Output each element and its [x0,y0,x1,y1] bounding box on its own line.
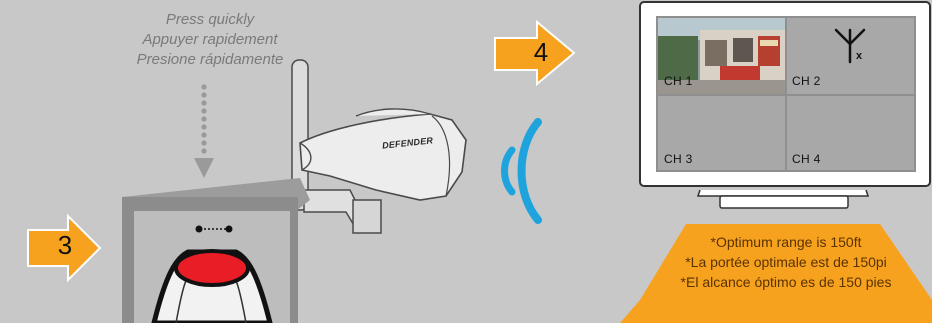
press-instruction-es: Presione rápidamente [110,50,310,70]
no-signal-x-label: x [856,50,862,62]
channel-2-label: CH 2 [792,74,821,88]
step-4-number: 4 [526,37,556,68]
step-3-number: 3 [50,230,80,261]
range-note-es: *El alcance óptimo es de 150 pies [640,272,932,292]
camera-icon [300,109,466,200]
camera-mount [304,190,381,233]
button-closeup [122,197,298,323]
press-instruction-fr: Appuyer rapidement [110,30,310,50]
press-instruction: Press quickly Appuyer rapidement Presion… [110,10,310,70]
channel-4-label: CH 4 [792,152,821,166]
range-note-fr: *La portée optimale est de 150pi [640,252,932,272]
range-note-en: *Optimum range is 150ft [640,232,932,252]
press-indicator-arrow [194,84,214,178]
press-instruction-en: Press quickly [110,10,310,30]
channel-1-label: CH 1 [664,74,693,88]
wireless-signal-icon [505,122,539,220]
range-note: *Optimum range is 150ft *La portée optim… [640,232,932,292]
channel-3-label: CH 3 [664,152,693,166]
